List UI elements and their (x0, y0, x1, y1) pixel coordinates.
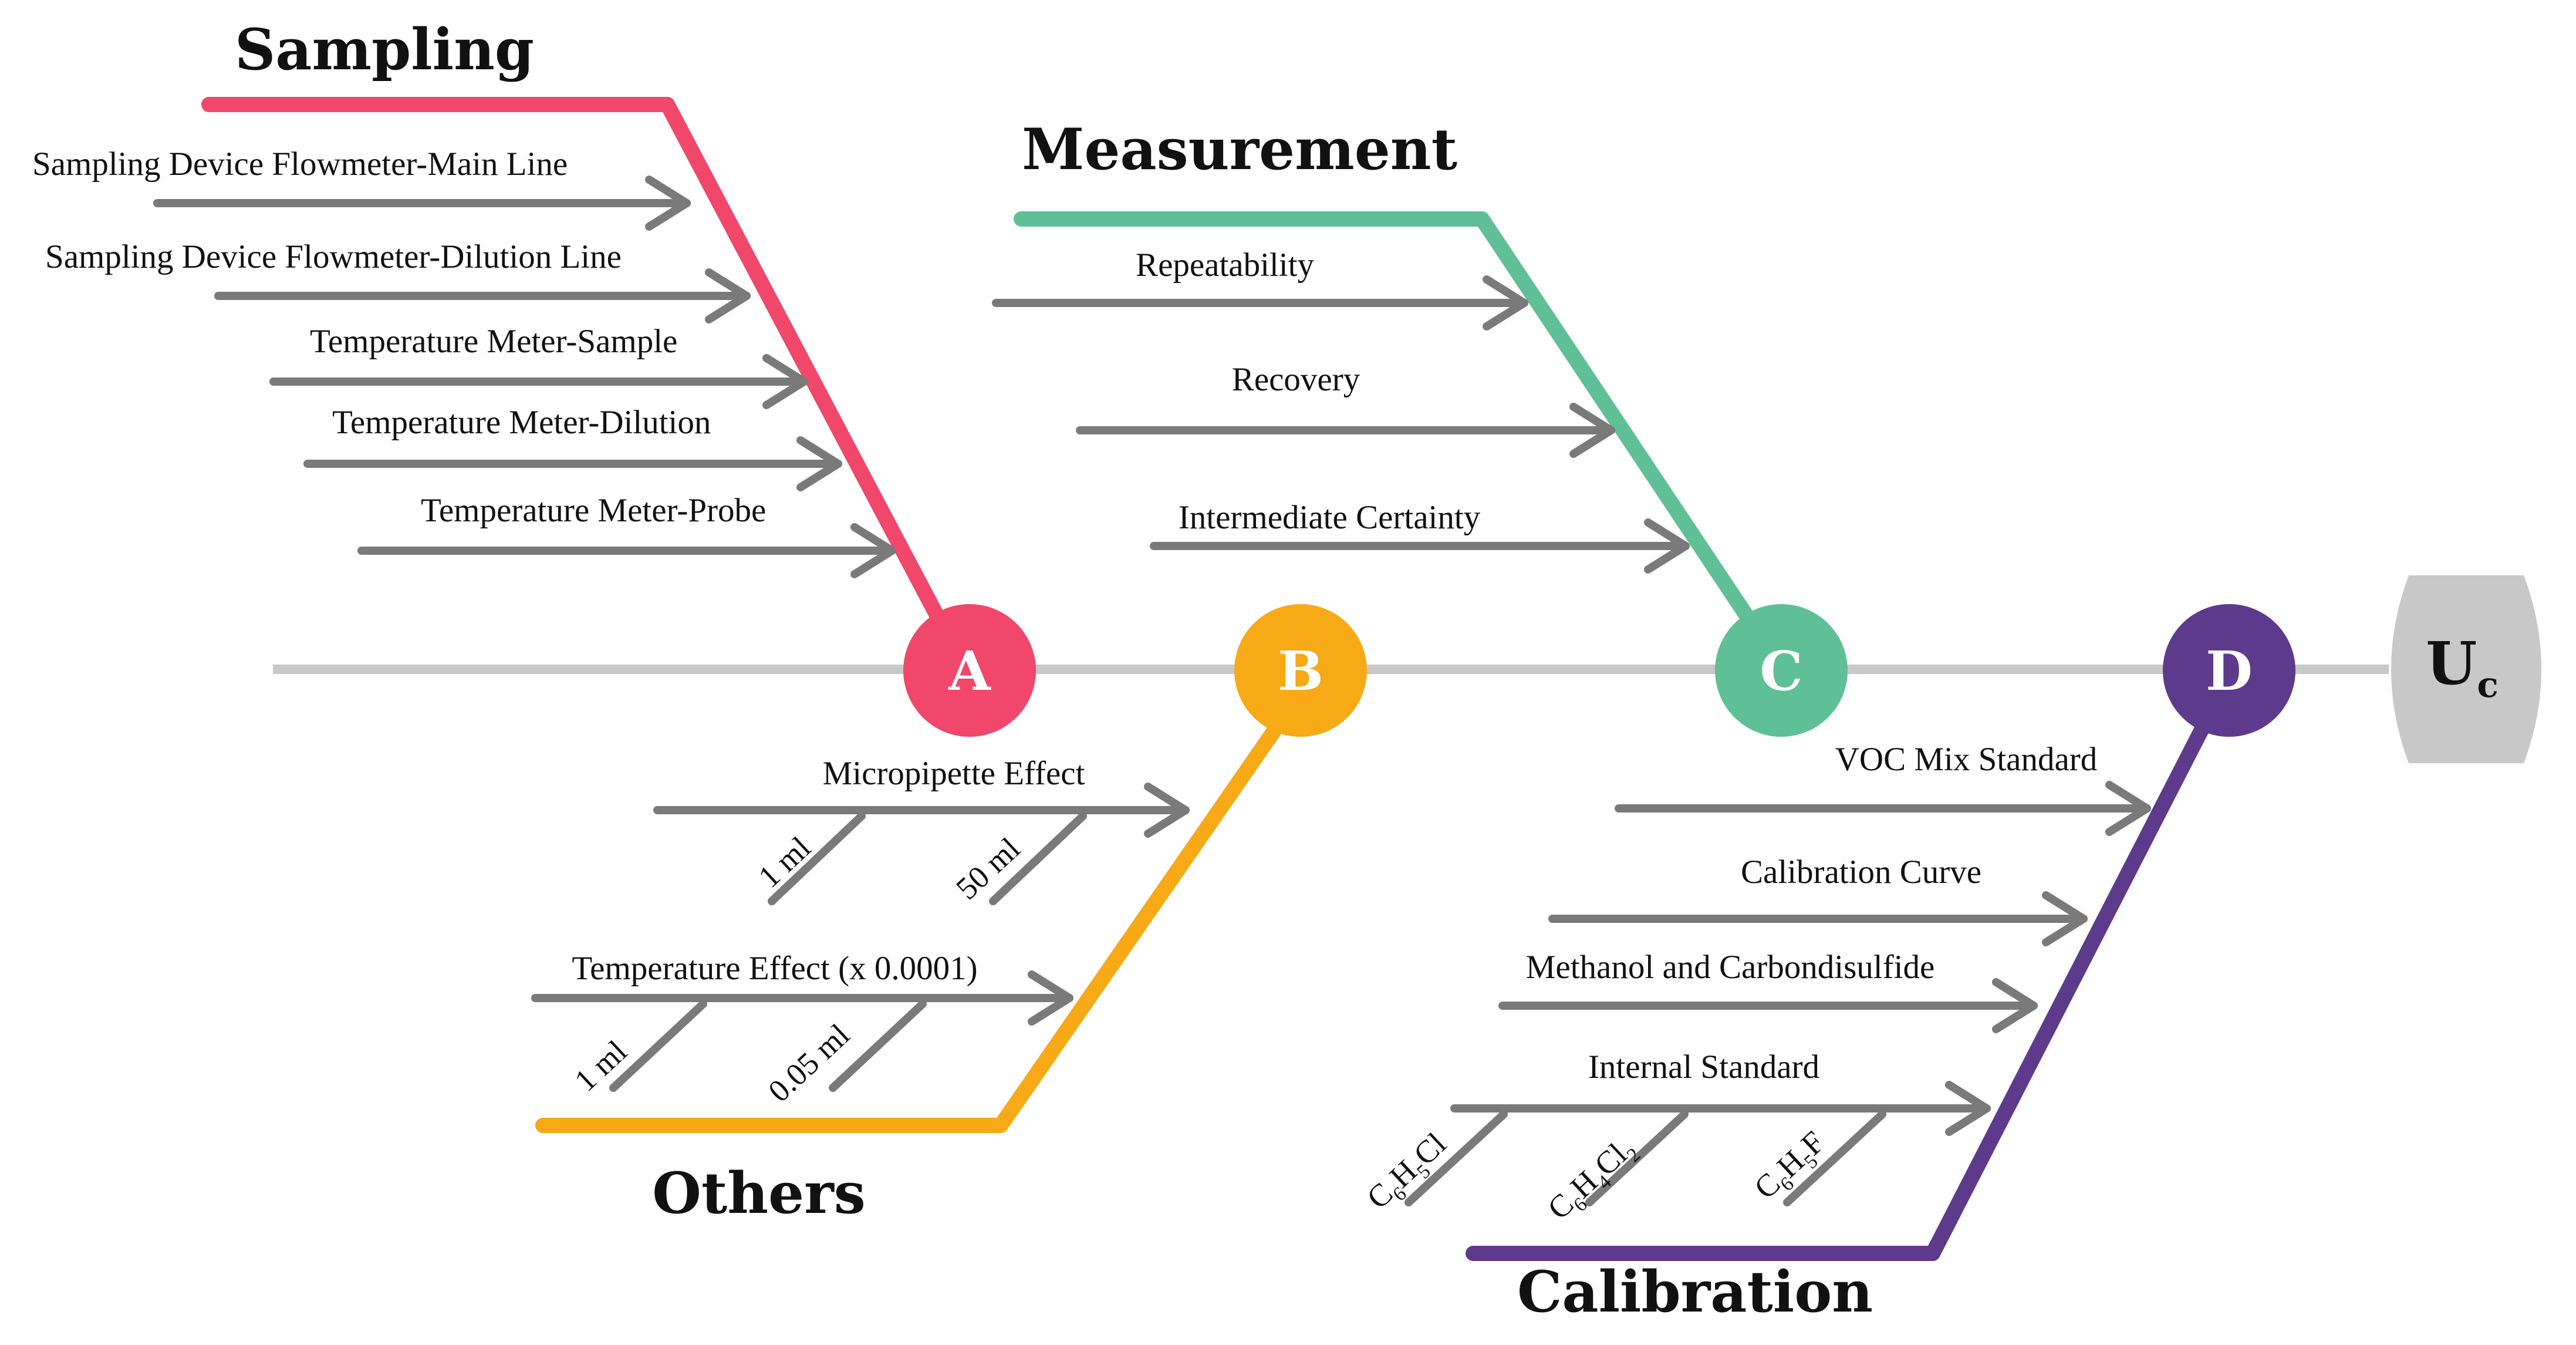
arrow-head (1945, 1081, 1991, 1136)
branch-label: Sampling Device Flowmeter-Dilution Line (45, 238, 622, 275)
arrow-head (2105, 781, 2151, 836)
node-b-label: B (1278, 639, 1324, 703)
arrow-head (796, 436, 842, 491)
arrow-head (850, 523, 896, 578)
node-b (1234, 604, 1367, 737)
sub-label: C6H4Cl2 (1541, 1130, 1645, 1231)
branch-label: Internal Standard (1588, 1049, 1819, 1086)
sampling-branch: Temperature Meter-Dilution (303, 404, 842, 491)
sub-label: 1 ml (568, 1033, 633, 1098)
branch-label: Recovery (1232, 361, 1360, 398)
branch-label: Sampling Device Flowmeter-Main Line (32, 146, 568, 183)
measurement-branch: Recovery (1076, 361, 1615, 458)
sub-branch (609, 1000, 707, 1092)
others-branch: Micropipette Effect 1 ml 50 ml (653, 755, 1190, 906)
sampling-branch: Sampling Device Flowmeter-Dilution Line (45, 238, 751, 323)
others-branch: Temperature Effect (x 0.0001) 1 ml 0.05 … (531, 950, 1073, 1109)
branch-label: VOC Mix Standard (1835, 741, 2097, 778)
node-c-label: C (1760, 639, 1802, 703)
branch-label: Temperature Effect (x 0.0001) (572, 950, 977, 987)
branch-label: Intermediate Certainty (1179, 499, 1481, 536)
calibration-title: Calibration (1517, 1259, 1873, 1325)
arrow-head (1028, 970, 1073, 1026)
node-a-label: A (948, 639, 991, 703)
effect-subscript: c (2477, 665, 2499, 706)
measurement-bone (1014, 211, 1763, 636)
node-d (2163, 604, 2295, 737)
sub-branch (1783, 1110, 1886, 1206)
sampling-branch: Temperature Meter-Sample (269, 323, 808, 409)
sampling-branch: Sampling Device Flowmeter-Main Line (32, 146, 691, 231)
arrow-head (1644, 518, 1690, 574)
sub-label: 1 ml (751, 830, 817, 894)
others-bone (535, 703, 1296, 1133)
node-c (1715, 604, 1848, 737)
others-title: Others (652, 1160, 865, 1226)
calibration-branch: Internal Standard C6H5Cl C6H4Cl2 C6H5F (1360, 1049, 1991, 1231)
arrow-head (762, 354, 808, 409)
branch-label: Temperature Meter-Sample (310, 323, 677, 360)
sub-branch (829, 1000, 927, 1092)
node-d-label: D (2206, 639, 2253, 703)
sampling-branch: Temperature Meter-Probe (357, 492, 896, 578)
effect-label: U (2426, 629, 2477, 698)
sub-label: 0.05 ml (761, 1017, 856, 1108)
branch-label: Repeatability (1136, 247, 1314, 284)
arrow-head (1144, 783, 1190, 838)
sampling-title: Sampling (235, 16, 534, 83)
arrow-head (705, 268, 751, 323)
cause-measurement: Measurement Repeatability Recovery Inter… (992, 116, 1848, 737)
measurement-title: Measurement (1022, 116, 1457, 183)
arrow-head (645, 176, 691, 231)
branch-label: Methanol and Carbondisulfide (1526, 949, 1935, 986)
arrow-head (1992, 978, 2038, 1033)
node-a (903, 604, 1036, 737)
arrow-head (1569, 403, 1615, 458)
measurement-branch: Repeatability (992, 247, 1528, 331)
sub-branch (1585, 1110, 1689, 1206)
arrow-head (2042, 891, 2088, 946)
effect-box: Uc (2391, 575, 2541, 763)
cause-sampling: Sampling Sampling Device Flowmeter-Main … (32, 16, 1036, 737)
sub-branch (768, 812, 866, 905)
sampling-bone (201, 97, 954, 642)
calibration-branch: Methanol and Carbondisulfide (1498, 949, 2038, 1033)
calibration-bone (1466, 703, 2219, 1261)
sub-branch (1405, 1110, 1508, 1206)
measurement-branch: Intermediate Certainty (1150, 499, 1690, 574)
sub-branch (989, 812, 1087, 905)
svg-text:Uc: Uc (2426, 629, 2499, 706)
arrow-head (1483, 275, 1528, 331)
branch-label: Calibration Curve (1741, 854, 1981, 891)
sub-label: 50 ml (949, 831, 1027, 906)
branch-label: Micropipette Effect (823, 755, 1085, 792)
branch-label: Temperature Meter-Probe (421, 492, 766, 529)
calibration-branch: Calibration Curve (1548, 854, 2088, 946)
calibration-branch: VOC Mix Standard (1615, 741, 2151, 836)
branch-label: Temperature Meter-Dilution (332, 404, 711, 441)
